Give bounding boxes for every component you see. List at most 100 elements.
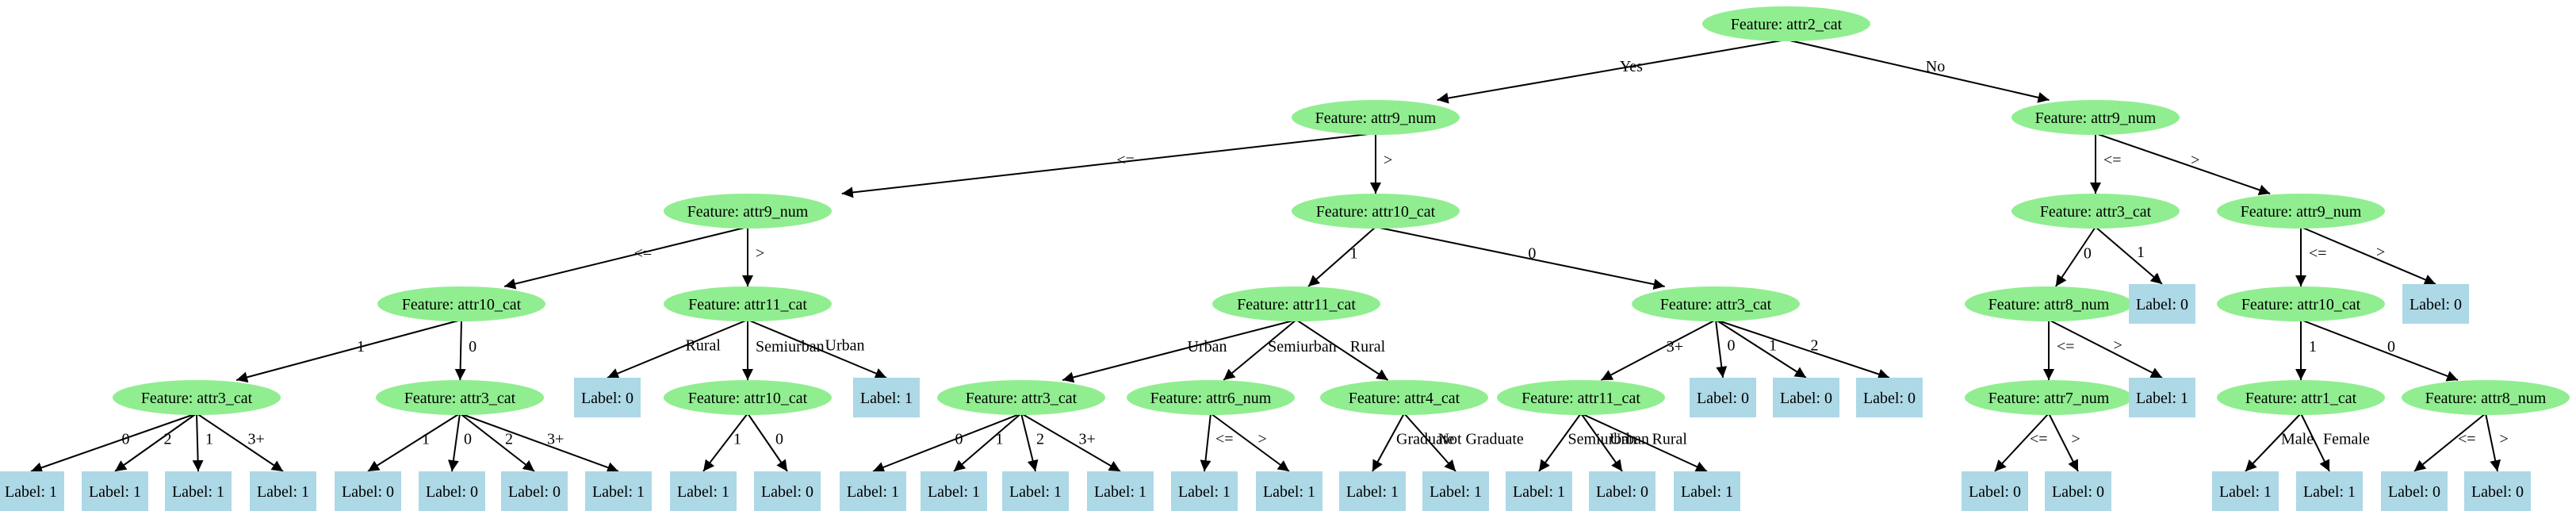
feature-ellipse [2217,194,2385,229]
edge-n16-n17: 0 [2055,226,2096,287]
leaf-node: Label: 0 [2381,471,2448,511]
node-label: Label: 1 [860,390,913,407]
leaf-box [2402,284,2469,324]
edge-n4-l3: 1 [192,413,213,472]
edge-n4-l4: 3+ [196,413,284,472]
edge-n21-l32: Male [2245,413,2314,472]
edge-n5-l7: 2 [459,413,535,472]
feature-ellipse [113,380,281,415]
node-label: Label: 0 [1969,483,2021,501]
edge-n15-n19: > [2095,133,2271,196]
leaf-box [921,471,987,511]
node-label: Feature: attr9_num [1315,110,1437,127]
leaf-box [1256,471,1322,511]
node-label: Label: 1 [1178,483,1231,501]
node-label: Label: 1 [2219,483,2272,501]
leaf-box [2296,471,2363,511]
node-label: Label: 0 [761,483,813,501]
edge-line [235,319,462,383]
node-label: Label: 1 [592,483,645,501]
edge-label: <= [1116,152,1135,169]
edge-line [841,133,1376,198]
edge-label: 3+ [248,431,265,448]
feature-node: Feature: attr11_cat [1212,286,1380,321]
feature-node: Feature: attr9_num [2011,100,2180,135]
edge-label: <= [2030,431,2048,448]
feature-ellipse [1292,194,1460,229]
edge-n4-l1: 0 [30,413,197,473]
edge-label: 1 [2309,338,2317,356]
edge-label: 0 [122,431,130,448]
edge-n4-l2: 2 [114,413,197,472]
leaf-box [2464,471,2531,511]
feature-node: Feature: attr1_cat [2217,380,2385,415]
edge-label: 2 [505,431,513,448]
edge-label: 0 [469,338,477,356]
edge-label: Male [2281,431,2314,448]
node-label: Label: 0 [1863,390,1916,407]
leaf-box [1002,471,1069,511]
node-label: Label: 0 [1780,390,1832,407]
edge-label: 3+ [1079,431,1096,448]
node-label: Feature: attr6_num [1150,390,1272,407]
edge-line [607,319,748,379]
leaf-box [1690,378,1756,417]
edge-label: > [756,245,764,263]
leaf-box [250,471,316,511]
feature-node: Feature: attr11_cat [664,286,832,321]
edge-line [1538,413,1582,472]
edge-label: <= [634,245,653,263]
feature-ellipse [377,286,545,321]
edge-label: 1 [1769,337,1777,355]
edge-n11-l18: > [1210,413,1290,472]
edge-line [454,319,466,381]
node-label: Label: 1 [2136,390,2188,407]
edge-line [1601,319,1717,381]
edge-label: > [1384,152,1392,169]
edge-n2-n3: <= [503,226,748,290]
edge-label: > [2376,244,2385,261]
edge-line [747,413,788,472]
leaf-box [1589,471,1655,511]
leaf-node: Label: 1 [1002,471,1069,511]
node-label: Label: 1 [1513,483,1565,501]
leaf-node: Label: 1 [1171,471,1238,511]
edge-line [1020,413,1121,472]
edge-line [2485,413,2501,472]
leaf-node: Label: 1 [853,378,920,417]
edge-label: Rural [686,337,722,355]
edge-n10-l14: 1 [953,413,1022,472]
node-label: Label: 0 [508,483,561,501]
feature-ellipse [1702,6,1870,41]
edge-n7-l11: 0 [747,413,788,472]
edge-label: 0 [955,431,963,448]
leaf-node: Label: 1 [1087,471,1154,511]
leaf-node: Label: 0 [2402,284,2469,324]
leaf-box [165,471,232,511]
edge-line [1375,226,1665,290]
edge-label: Not Graduate [1438,431,1524,448]
edge-label: 0 [1528,245,1536,263]
node-label: Feature: attr3_cat [1660,296,1772,313]
node-label: Label: 0 [2409,296,2462,313]
edge-n0-n1: Yes [1437,39,1787,104]
leaf-node: Label: 1 [0,471,64,511]
edge-label: > [1258,431,1267,448]
feature-ellipse [2011,194,2180,229]
edge-label: 2 [164,431,172,448]
edge-n11-l17: <= [1200,413,1234,472]
feature-node: Feature: attr3_cat [937,380,1105,415]
edge-line [114,413,197,472]
leaf-box [2045,471,2111,511]
node-label: Label: 0 [2052,483,2104,501]
edge-label: > [2500,431,2509,448]
feature-ellipse [1127,380,1295,415]
edge-label: 2 [1036,431,1044,448]
edge-line [1296,319,1389,381]
node-label: Feature: attr8_num [1988,296,2110,313]
edge-n20-n22: 0 [2300,319,2459,382]
edge-n13-l24: 0 [1715,319,1736,379]
edge-n15-n16: <= [2090,133,2122,194]
feature-ellipse [937,380,1105,415]
